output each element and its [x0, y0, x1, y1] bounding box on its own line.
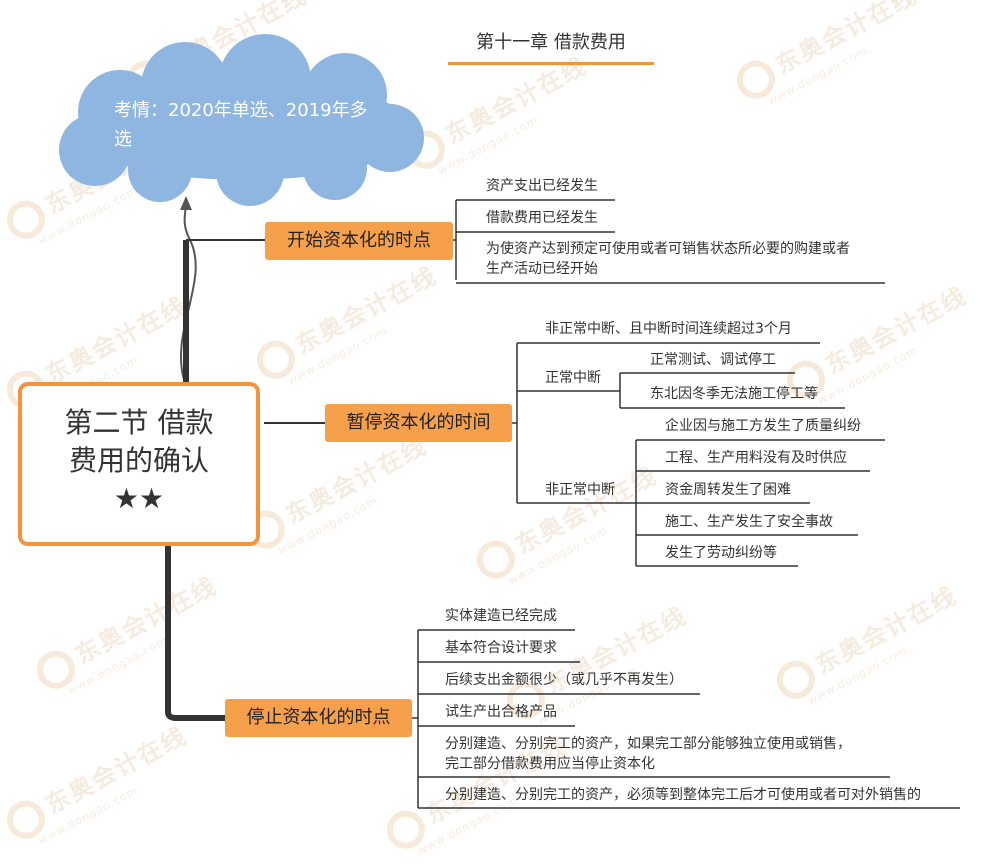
rating-stars: ★★ — [113, 482, 165, 515]
branch-stop-capitalization: 停止资本化的时点 — [225, 699, 412, 737]
leaf-start-3a: 为使资产达到预定可使用或者可销售状态所必要的购建或者 — [486, 241, 850, 257]
branch-start-capitalization: 开始资本化的时点 — [265, 222, 453, 260]
connector-lines — [59, 34, 960, 809]
leaf-abnormal-3: 资金周转发生了困难 — [665, 482, 791, 498]
leaf-start-3b: 生产活动已经开始 — [486, 261, 598, 277]
cloud-arrow — [179, 204, 197, 381]
leaf-stop-1: 实体建造已经完成 — [445, 608, 557, 624]
leaf-stop-6: 分别建造、分别完工的资产，必须等到整体完工后才可使用或者可对外销售的 — [445, 787, 921, 803]
leaf-stop-3: 后续支出金额很少（或几乎不再发生） — [445, 672, 683, 688]
leaf-start-1: 资产支出已经发生 — [486, 178, 598, 194]
exam-note: 考情：2020年单选、2019年多选 — [114, 100, 368, 150]
leaf-abnormal-4: 施工、生产发生了安全事故 — [665, 514, 833, 530]
leaf-start-2: 借款费用已经发生 — [486, 210, 598, 226]
leaf-stop-2: 基本符合设计要求 — [445, 640, 557, 656]
root-node: 第二节 借款 费用的确认 ★★ — [18, 382, 260, 546]
leaf-normal-2: 东北因冬季无法施工停工等 — [650, 386, 818, 402]
leaf-pause-abnormal-long: 非正常中断、且中断时间连续超过3个月 — [545, 321, 792, 337]
leaf-abnormal-2: 工程、生产用料没有及时供应 — [665, 450, 847, 466]
leaf-stop-4: 试生产出合格产品 — [445, 704, 557, 720]
leaf-abnormal-1: 企业因与施工方发生了质量纠纷 — [665, 418, 861, 434]
leaf-stop-5b: 完工部分借款费用应当停止资本化 — [445, 756, 655, 772]
root-title-line1: 第二节 借款 — [64, 406, 214, 439]
leaf-stop-5a: 分别建造、分别完工的资产，如果完工部分能够独立使用或销售， — [445, 736, 851, 752]
leaf-abnormal-5: 发生了劳动纠纷等 — [665, 545, 777, 561]
arrow-head — [180, 196, 192, 210]
cloud-shape — [59, 34, 424, 206]
sub-normal-interruption: 正常中断 — [545, 370, 601, 386]
leaf-normal-1: 正常测试、调试停工 — [650, 352, 776, 368]
sub-abnormal-interruption: 非正常中断 — [545, 482, 615, 498]
page-title: 第十一章 借款费用 — [448, 28, 654, 65]
root-title-line2: 费用的确认 — [68, 444, 209, 477]
branch-pause-capitalization: 暂停资本化的时间 — [325, 404, 512, 442]
